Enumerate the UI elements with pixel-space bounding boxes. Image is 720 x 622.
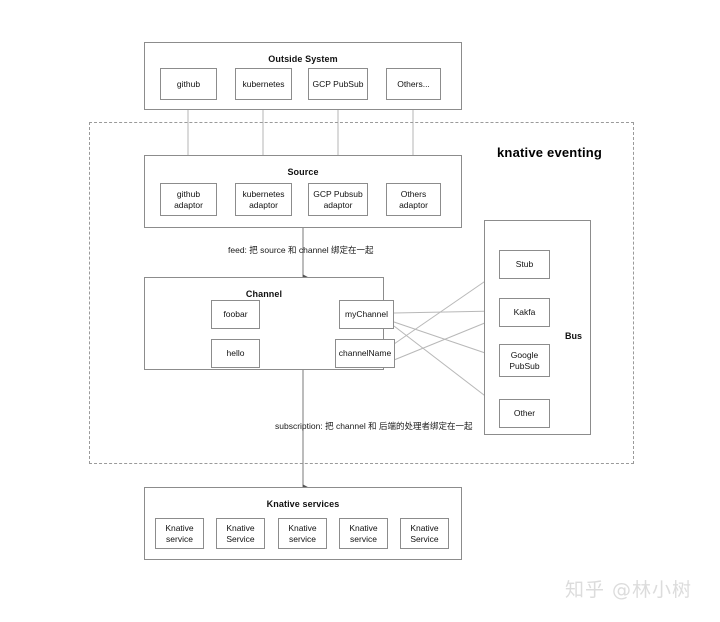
node-knative-service-4[interactable]: Knative service <box>339 518 388 549</box>
group-knative-services-title: Knative services <box>266 499 340 509</box>
node-others-adaptor[interactable]: Others adaptor <box>386 183 441 216</box>
node-github[interactable]: github <box>160 68 217 100</box>
node-knative-service-3[interactable]: Knative service <box>278 518 327 549</box>
node-channelname[interactable]: channelName <box>335 339 395 368</box>
node-other[interactable]: Other <box>499 399 550 428</box>
node-knative-service-5[interactable]: Knative Service <box>400 518 449 549</box>
node-gcp-pubsub[interactable]: GCP PubSub <box>308 68 368 100</box>
node-kakfa[interactable]: Kakfa <box>499 298 550 327</box>
node-google-pubsub[interactable]: Google PubSub <box>499 344 550 377</box>
group-source-title: Source <box>287 167 319 177</box>
node-knative-service-1[interactable]: Knative service <box>155 518 204 549</box>
edge-label-subscription: subscription: 把 channel 和 后端的处理者绑定在一起 <box>275 421 473 431</box>
node-stub[interactable]: Stub <box>499 250 550 279</box>
watermark: 知乎 @林小树 <box>565 579 693 601</box>
region-knative-eventing-title: knative eventing <box>497 145 603 160</box>
edge-label-feed: feed: 把 source 和 channel 绑定在一起 <box>228 245 374 255</box>
node-github-adaptor[interactable]: github adaptor <box>160 183 217 216</box>
node-mychannel[interactable]: myChannel <box>339 300 394 329</box>
node-kubernetes[interactable]: kubernetes <box>235 68 292 100</box>
node-knative-service-2[interactable]: Knative Service <box>216 518 265 549</box>
node-hello[interactable]: hello <box>211 339 260 368</box>
node-foobar[interactable]: foobar <box>211 300 260 329</box>
group-channel-title: Channel <box>245 289 283 299</box>
node-gcp-pubsub-adaptor[interactable]: GCP Pubsub adaptor <box>308 183 368 216</box>
group-bus-title: Bus <box>565 331 583 341</box>
node-kubernetes-adaptor[interactable]: kubernetes adaptor <box>235 183 292 216</box>
node-others[interactable]: Others... <box>386 68 441 100</box>
group-outside-system-title: Outside System <box>268 54 338 64</box>
region-knative-eventing <box>89 122 634 464</box>
